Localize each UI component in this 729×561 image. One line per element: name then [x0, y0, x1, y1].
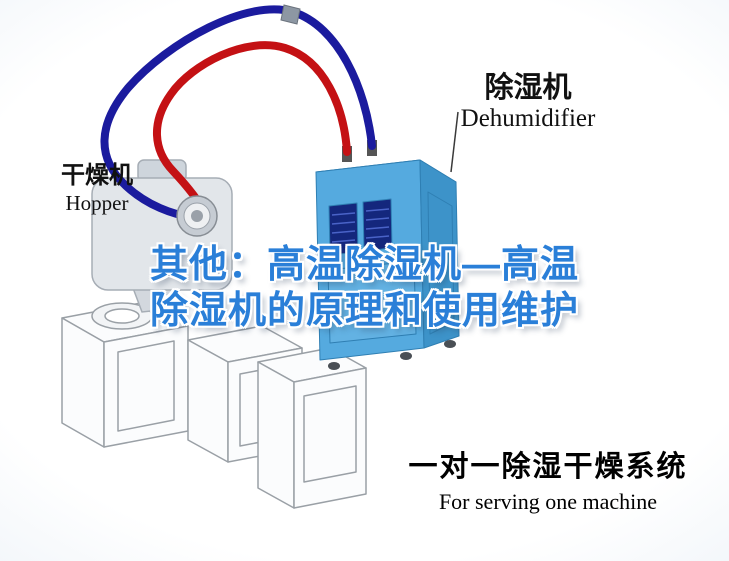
side-label-sticker	[433, 287, 447, 311]
return-air-hose-blue	[100, 5, 376, 222]
dehumidifier-label-en: Dehumidifier	[460, 105, 596, 133]
dry-air-hose-red	[153, 41, 351, 217]
feed-throat-opening	[104, 308, 140, 324]
title-watermark-line2: 除湿机的原理和使用维护	[149, 290, 579, 332]
dehumidifier-label-cn: 除湿机	[484, 72, 572, 104]
bottom-caption: 一对一除湿干燥系统 For serving one machine	[398, 450, 698, 515]
hopper-hose-flange	[176, 195, 218, 237]
dehumidifier-label: 除湿机 Dehumidifier	[448, 72, 608, 134]
extruder-box3-side	[293, 367, 367, 509]
extruder-box3-front	[257, 361, 295, 509]
lower-access-panel	[327, 260, 417, 344]
title-watermark-line1: 其他：高温除湿机—高温	[149, 244, 579, 286]
extruder-box1-door	[117, 340, 175, 432]
vent-slats	[331, 208, 390, 243]
hose-coupling	[280, 4, 301, 25]
caption-cn: 一对一除湿干燥系统	[408, 451, 688, 483]
hopper-label-cn: 干燥机	[61, 162, 133, 189]
extruder-box1-side	[103, 325, 189, 448]
hopper-label-en: Hopper	[65, 190, 129, 215]
title-watermark: 其他：高温除湿机—高温 除湿机的原理和使用维护	[0, 242, 729, 334]
hopper-label: 干燥机 Hopper	[42, 162, 152, 216]
caster-wheels	[328, 340, 456, 370]
dehumidifier-illustration	[315, 140, 460, 370]
dehumidifier-leader-line	[450, 111, 459, 173]
extruder-box2-front	[187, 339, 229, 463]
extruder-box3-door	[303, 385, 357, 483]
caption-en: For serving one machine	[438, 488, 658, 514]
side-door-outline	[427, 191, 455, 335]
